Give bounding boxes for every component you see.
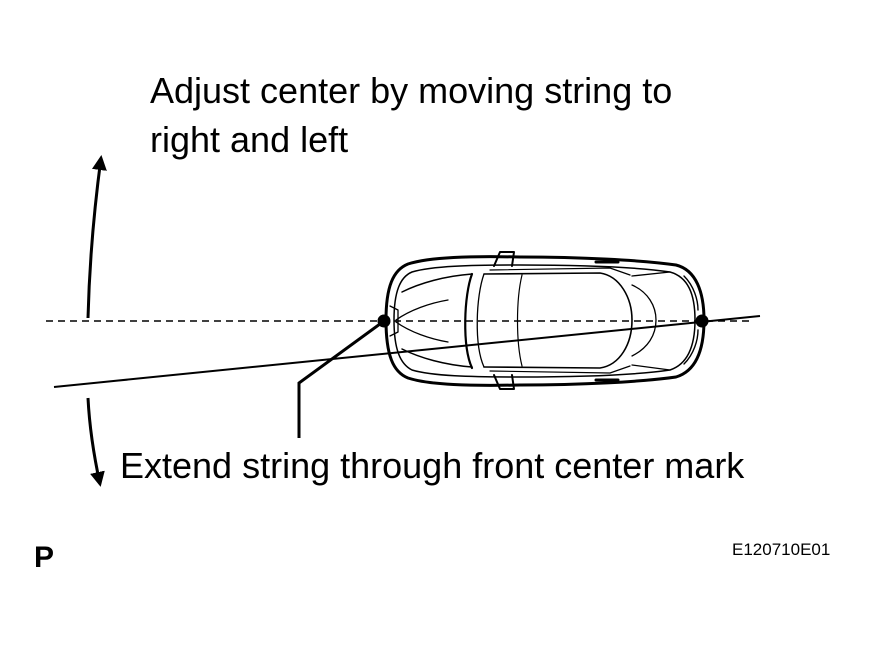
corner-mark: P [34, 541, 55, 574]
rear-center-mark [695, 314, 709, 328]
adjust-center-label-line1: Adjust center by moving string to [150, 70, 673, 111]
adjust-center-label-line2: right and left [150, 119, 349, 160]
front-center-mark [377, 314, 391, 328]
figure-code: E120710E01 [732, 540, 831, 559]
adjust-up-arrow [86, 155, 107, 319]
alignment-string [53, 315, 761, 388]
extend-string-label: Extend string through front center mark [120, 445, 745, 486]
adjust-down-arrow [86, 397, 105, 487]
callout-leader-line [297, 319, 385, 438]
